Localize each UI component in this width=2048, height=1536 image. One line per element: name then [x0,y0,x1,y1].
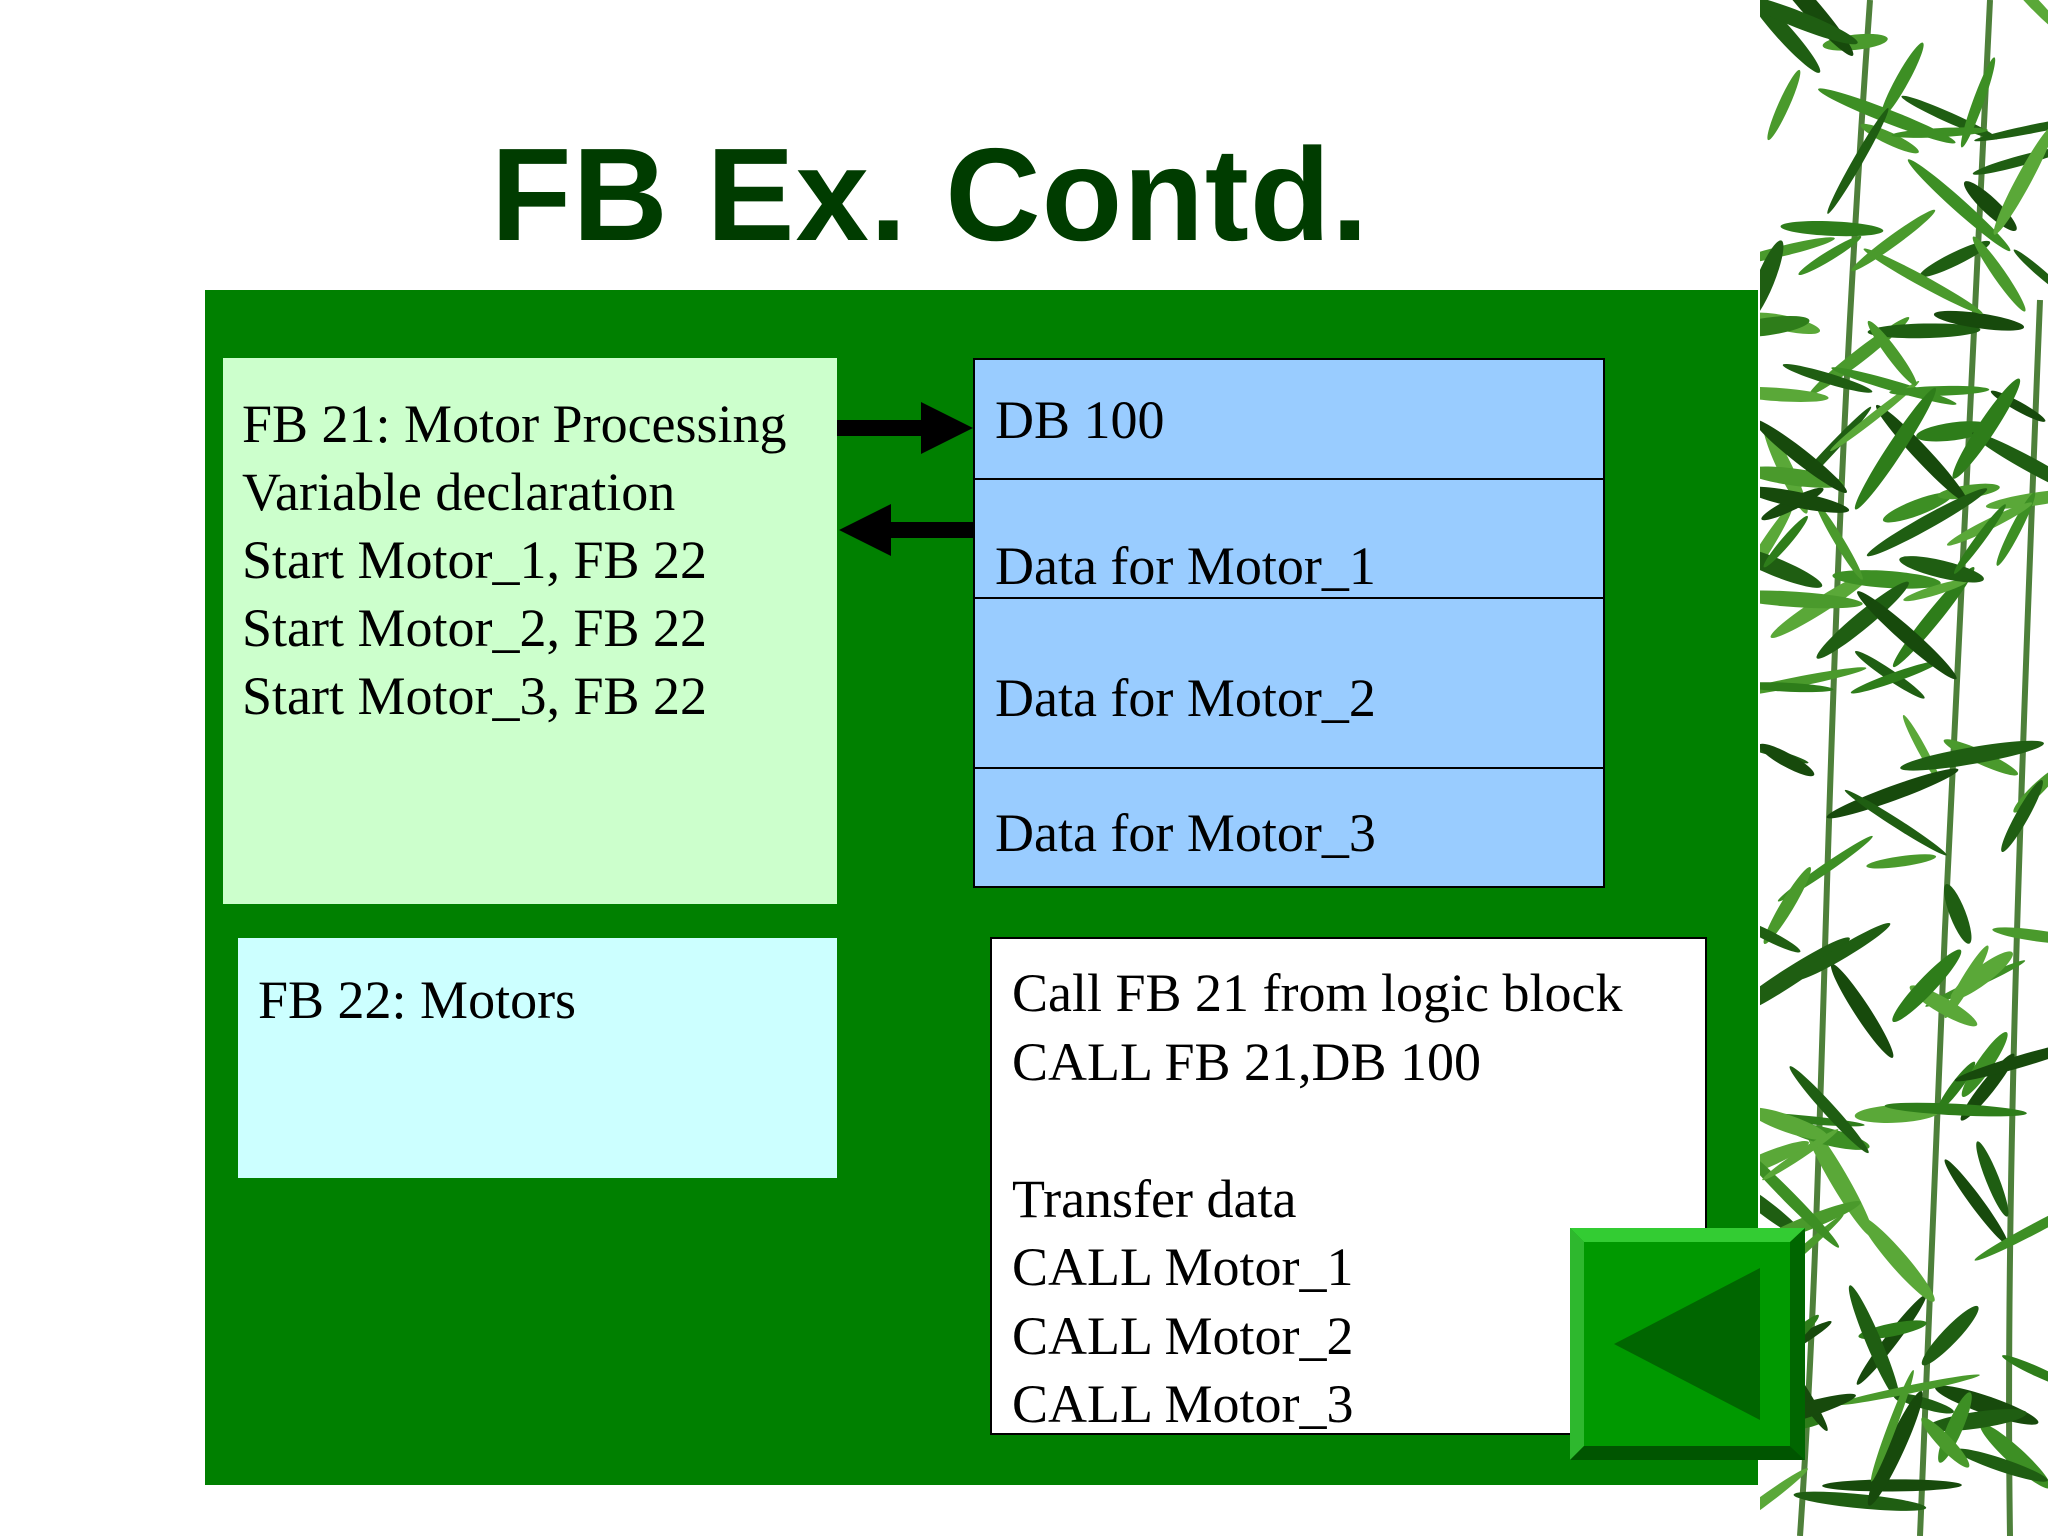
arrow-right-icon [837,402,973,454]
call-line: Transfer data [1012,1168,1297,1229]
arrow-left-icon [839,504,975,556]
back-triangle-icon [1614,1268,1760,1420]
db-row: Data for Motor_2 [975,599,1603,769]
fb21-line: Start Motor_3, FB 22 [242,666,708,726]
db-row-label: DB 100 [995,390,1165,450]
db-row-label: Data for Motor_1 [995,536,1376,596]
call-line: CALL Motor_1 [1012,1237,1354,1297]
db100-block: DB 100 Data for Motor_1 Data for Motor_2… [973,358,1605,888]
fb21-block: FB 21: Motor Processing Variable declara… [223,358,837,904]
call-line: CALL FB 21,DB 100 [1012,1031,1482,1092]
back-button[interactable] [1570,1228,1805,1460]
fb22-block: FB 22: Motors [238,938,837,1178]
call-line: CALL Motor_3 [1012,1374,1354,1434]
db-row: Data for Motor_3 [975,769,1603,886]
db-row-label: Data for Motor_3 [995,803,1376,863]
fb21-line: Variable declaration [242,462,676,522]
call-line: CALL Motor_2 [1012,1305,1354,1366]
fb21-line: Start Motor_2, FB 22 [242,598,708,658]
fb21-line: Start Motor_1, FB 22 [242,530,708,590]
db-row: DB 100 [975,360,1603,480]
call-line [1012,1096,1705,1165]
bamboo-decoration [1760,0,2048,1536]
slide-title: FB Ex. Contd. [490,121,1370,268]
fb22-label: FB 22: Motors [258,970,577,1030]
call-line: Call FB 21 from logic block [1012,963,1623,1023]
fb21-heading: FB 21: Motor Processing [242,394,787,454]
db-row-label: Data for Motor_2 [995,668,1376,728]
db-row: Data for Motor_1 [975,480,1603,599]
